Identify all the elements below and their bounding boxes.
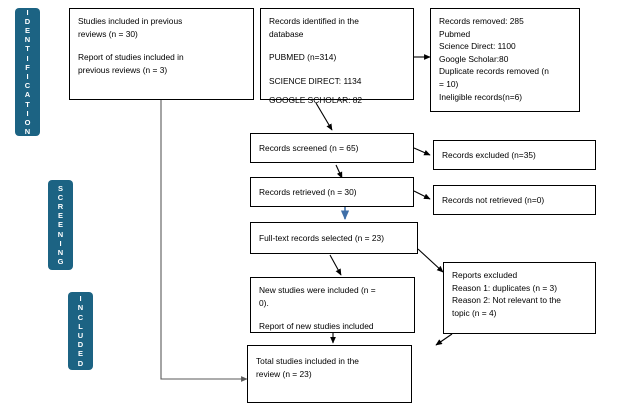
total-included-line1: Total studies included in the: [256, 356, 359, 366]
box-total-included: Total studies included in the review (n …: [247, 345, 412, 403]
reports-excluded-line1: Reports excluded: [452, 270, 518, 280]
reports-excluded-line3: Reason 2: Not relevant to the: [452, 295, 561, 306]
records-screened-line1: Records screened (n = 65): [259, 143, 359, 153]
box-records-screened: Records screened (n = 65): [250, 133, 414, 163]
total-included-line2: review (n = 23): [256, 368, 312, 379]
box-previous-studies: Studies included in previous reviews (n …: [69, 8, 254, 100]
previous-studies-line1: Studies included in previous: [78, 16, 183, 26]
new-studies-line3: Report of new studies included: [259, 321, 374, 331]
previous-studies-line4: previous reviews (n = 3): [78, 64, 168, 75]
arrow-screened-to-excluded: [413, 147, 431, 156]
new-studies-line2: 0).: [259, 297, 269, 308]
records-identified-line2: database: [269, 28, 304, 39]
arrow-previous-to-total: [160, 100, 248, 382]
fulltext-selected-line1: Full-text records selected (n = 23): [259, 233, 384, 243]
records-removed-line7: Ineligible records(n=6): [439, 91, 523, 102]
arrow-retrieved-to-not-retrieved: [413, 190, 431, 200]
records-removed-line3: Science Direct: 1100: [439, 41, 516, 52]
arrow-fulltext-to-new-studies: [329, 254, 342, 276]
records-retrieved-line1: Records retrieved (n = 30): [259, 187, 357, 197]
box-new-studies: New studies were included (n = 0). Repor…: [250, 277, 415, 333]
arrow-reports-excluded-to-total: [435, 333, 453, 346]
box-reports-excluded: Reports excluded Reason 1: duplicates (n…: [443, 262, 596, 334]
reports-excluded-line2: Reason 1: duplicates (n = 3): [452, 282, 557, 293]
box-records-retrieved: Records retrieved (n = 30): [250, 177, 414, 207]
records-identified-line4: SCIENCE DIRECT: 1134: [269, 75, 362, 86]
previous-studies-line3: Report of studies included in: [78, 52, 184, 62]
records-identified-line3: PUBMED (n=314): [269, 52, 337, 62]
reports-excluded-line4: topic (n = 4): [452, 307, 497, 318]
arrow-fulltext-to-reports-excluded: [417, 248, 444, 273]
records-identified-line5: GOOGLE SCHOLAR: 82: [269, 95, 363, 104]
records-excluded-line1: Records excluded (n=35): [442, 150, 536, 160]
box-records-identified: Records identified in the database PUBME…: [260, 8, 414, 104]
box-records-removed: Records removed: 285 Pubmed Science Dire…: [430, 8, 580, 112]
box-records-excluded: Records excluded (n=35): [433, 140, 596, 170]
records-removed-line5: Duplicate records removed (n: [439, 66, 549, 77]
records-removed-line1: Records removed: 285: [439, 16, 524, 26]
previous-studies-line2: reviews (n = 30): [78, 28, 138, 39]
records-removed-line4: Google Scholar:80: [439, 53, 509, 64]
records-identified-line1: Records identified in the: [269, 16, 359, 26]
box-records-not-retrieved: Records not retrieved (n=0): [433, 185, 596, 215]
arrow-identified-to-screened: [315, 102, 333, 131]
records-removed-line2: Pubmed: [439, 28, 471, 39]
box-fulltext-selected: Full-text records selected (n = 23): [250, 222, 418, 254]
records-not-retrieved-line1: Records not retrieved (n=0): [442, 195, 545, 205]
new-studies-line1: New studies were included (n =: [259, 285, 376, 295]
records-removed-line6: = 10): [439, 78, 459, 89]
